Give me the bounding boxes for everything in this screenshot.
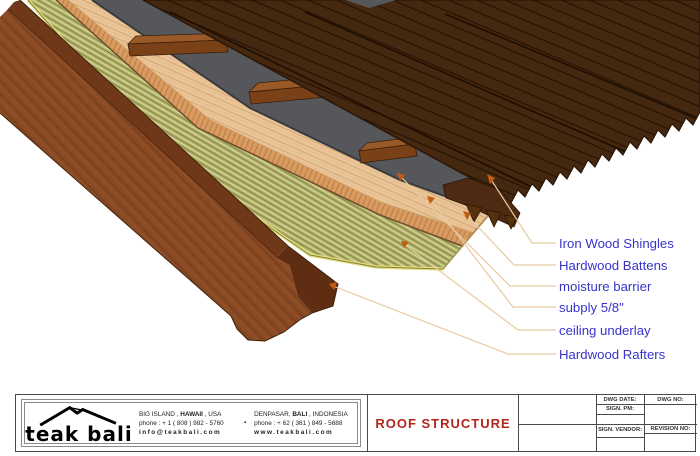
divider [596,437,644,438]
divider [367,395,368,451]
leader-shingles [489,177,556,244]
label-iron-wood-shingles: Iron Wood Shingles [559,236,674,251]
company-box: teak bali BIG ISLAND , HAWAII , USA phon… [21,399,361,447]
divider [644,404,697,405]
divider [596,424,644,425]
address-line: DENPASAR, BALI , INDONESIA [254,410,348,418]
website-line: www.teakbali.com [254,428,334,436]
roof-logo-icon [39,406,117,427]
label-hardwood-rafters: Hardwood Rafters [559,347,666,362]
leader-arrowheads [329,173,495,290]
field-revision-no: REVISION NO: [650,425,691,432]
divider [596,414,644,415]
company-logo: teak bali [25,403,133,446]
eave-shingle-tips [442,177,521,230]
divider [518,395,519,451]
leader-subply [429,198,556,308]
logo-text: teak bali [25,422,133,446]
label-moisture-barrier: moisture barrier [559,279,652,294]
roof-structure-drawing: Iron Wood Shingles Hardwood Battens mois… [0,0,700,362]
label-subply: subply 5/8" [559,300,624,315]
divider [518,424,596,425]
address-bali: DENPASAR, BALI , INDONESIA phone : + 62 … [248,403,357,443]
leader-battens [465,213,556,266]
arrowhead-icon [397,173,405,181]
leader-moisture-barrier [399,175,556,287]
field-sign-pm: SIGN. PM: [605,406,635,412]
arrowhead-icon [329,282,337,290]
arrowhead-icon [463,211,471,220]
field-sign-vendor: SIGN. VENDOR: [597,427,643,433]
divider [644,395,645,451]
divider [596,395,597,451]
divider [644,424,697,425]
barrier-top-wedge [345,0,396,8]
label-ceiling-underlay: ceiling underlay [559,323,651,338]
arrowhead-icon [427,196,435,204]
field-dwg-date: DWG DATE: [603,397,637,403]
leader-ceiling-underlay [403,243,556,331]
leader-lines [332,175,556,355]
email-line: info@teakbali.com [139,428,222,436]
address-separator: ▪ [243,420,247,426]
drawing-title: ROOF STRUCTURE [375,415,511,431]
arrowhead-icon [401,241,409,248]
divider [644,433,697,434]
field-dwg-no: DWG NO: [657,397,684,403]
leader-rafters [332,285,556,355]
address-hawaii: BIG ISLAND , HAWAII , USA phone : + 1 ( … [133,403,242,443]
label-hardwood-battens: Hardwood Battens [559,258,668,273]
address-line: BIG ISLAND , HAWAII , USA [139,410,222,418]
arrowhead-icon [487,174,495,184]
title-block: teak bali BIG ISLAND , HAWAII , USA phon… [15,394,697,452]
phone-line: phone : + 1 ( 808 ) 982 - 5760 [139,419,224,427]
hardwood-rafter-beam [0,0,339,342]
iron-wood-shingles-panel [142,0,700,204]
layer-labels: Iron Wood Shingles Hardwood Battens mois… [559,236,674,362]
divider [596,404,644,405]
phone-line: phone : + 62 ( 361 ) 849 - 5688 [254,419,343,427]
